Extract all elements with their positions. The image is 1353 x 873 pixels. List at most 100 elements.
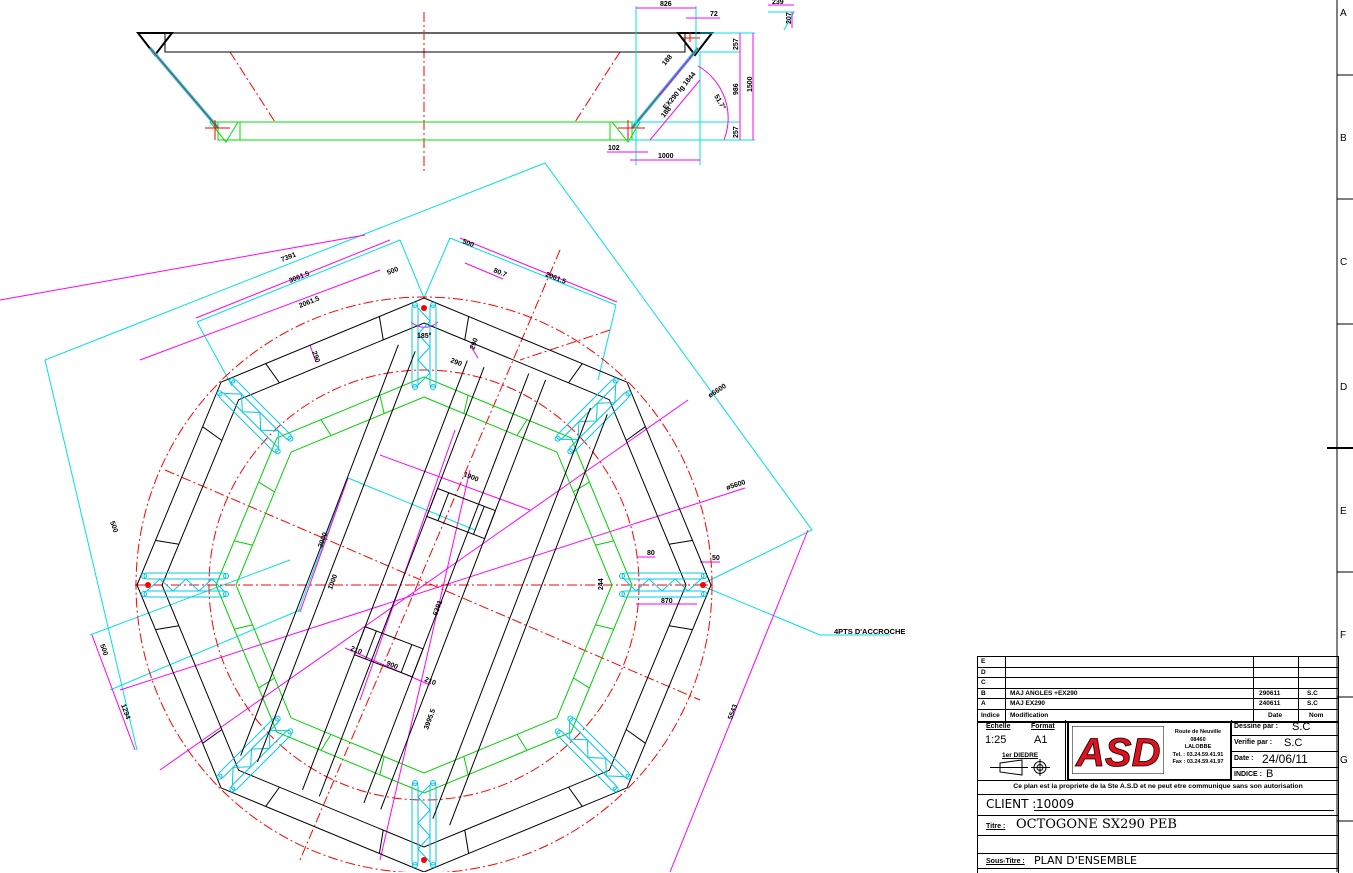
zone-label: E [1340,506,1347,517]
dim-label: 207 [786,12,793,24]
dim-label: 290 [469,337,480,350]
frame-joint [378,830,384,854]
date-value: 24/06/11 [1262,752,1308,766]
frame-joint [258,481,275,493]
frame-joint [516,419,528,436]
revision-indice: C [981,679,986,686]
column-divider [1253,709,1254,721]
revision-row: E [978,657,1338,668]
dim-label: 188 [661,54,674,68]
revision-row: C [978,678,1338,689]
projection-symbol-icon [990,759,1050,776]
frame-joint [155,539,179,545]
frame-joint [573,481,590,493]
dim-label: 2000 [317,532,329,549]
outer-octagon-frame [136,297,712,872]
frame-joint [234,624,253,630]
column-divider [1253,678,1254,688]
zone-label: B [1340,133,1347,144]
outer-octagon-frame-inner [161,322,687,848]
zone-label: A [1340,8,1347,19]
column-divider [1253,688,1254,699]
column-divider [1253,699,1254,709]
column-divider [1298,699,1299,709]
frame-joint [464,316,470,340]
frame-joint [669,539,693,545]
revision-indice: E [981,658,986,665]
address-line: LALOBBE [1184,744,1212,750]
truss-module [411,780,437,868]
dim-label: 500 [108,520,119,533]
frame-joint [258,677,275,689]
frame-joint [595,624,614,630]
column-divider [1005,709,1006,721]
column-divider [1005,699,1006,709]
frame-joint [379,395,385,414]
header-indice: Indice [981,711,1000,719]
verifie-value: S.C [1284,737,1303,749]
dim-label: 290 [310,350,321,363]
logo-text: ASD [1075,731,1160,774]
dim-label: 102 [608,145,620,152]
dim-label: 80 [647,550,655,557]
zone-label: C [1340,257,1347,268]
truss-module [141,572,229,598]
dim-label: 239 [772,0,784,6]
dim-label: 986 [733,83,740,95]
revision-row: D [978,667,1338,678]
dim-label: 5543 [727,704,739,721]
dim-label: 500 [386,266,400,277]
format-label: Format [1031,723,1055,730]
dim-label: 2061.5 [298,295,321,310]
header-nom: Nom [1309,711,1324,719]
dim-label: 257 [733,126,740,138]
dim-label: 244 [598,578,605,590]
dim-label: 6391 [432,600,444,617]
dim-label: EX290 lg 1844 [662,71,697,111]
client-underline [1034,810,1334,811]
zone-label: D [1340,382,1347,393]
frame-joint [202,729,223,744]
client-value: 10009 [1036,797,1075,811]
dim-label: 500 [98,643,109,656]
revision-modification: MAJ ANGLES +EX290 [1010,689,1078,697]
date-label: Date : [1234,755,1254,762]
dim-label: 1900 [462,471,479,483]
frame-joint [378,316,384,340]
dim-label: 50 [712,555,720,562]
zone-label: G [1340,755,1348,766]
sous-titre-label: Sous-Titre : [986,858,1025,865]
dim-label: 3061.5 [288,270,311,285]
column-divider [1298,667,1299,678]
frame-joint [379,756,385,775]
ownership-notice: Ce plan est la propriete de la Ste A.S.D… [1013,783,1303,790]
extension-lines [44,162,821,751]
hanging-points [145,305,706,863]
header-date: Date [1268,711,1283,719]
frame-joint [595,540,614,546]
header-modification: Modification [1010,711,1049,719]
frame-joint [573,677,590,689]
revision-indice: D [981,668,986,676]
dim-label: 3995.5 [423,708,437,731]
company-logo-box: ASD Route de Neuville 08460 LALOBBE Tel.… [1067,721,1232,781]
column-divider [1005,667,1006,678]
titre-label: Titre : [986,823,1006,830]
dim-label: 210 [423,676,437,687]
truss-module [411,302,437,390]
truss-module [619,572,707,598]
revision-indice: A [981,700,986,707]
frame-joint [463,756,469,775]
frame-joint [265,363,280,384]
titre-value: OCTOGONE SX290 PEB [1016,817,1177,832]
asd-logo: ASD [1072,726,1164,774]
column-divider [1298,709,1299,721]
dessine-label: Dessine par : [1234,723,1278,730]
column-divider [1253,667,1254,678]
truss-module [216,377,294,455]
dim-label: 80.7 [492,267,507,279]
